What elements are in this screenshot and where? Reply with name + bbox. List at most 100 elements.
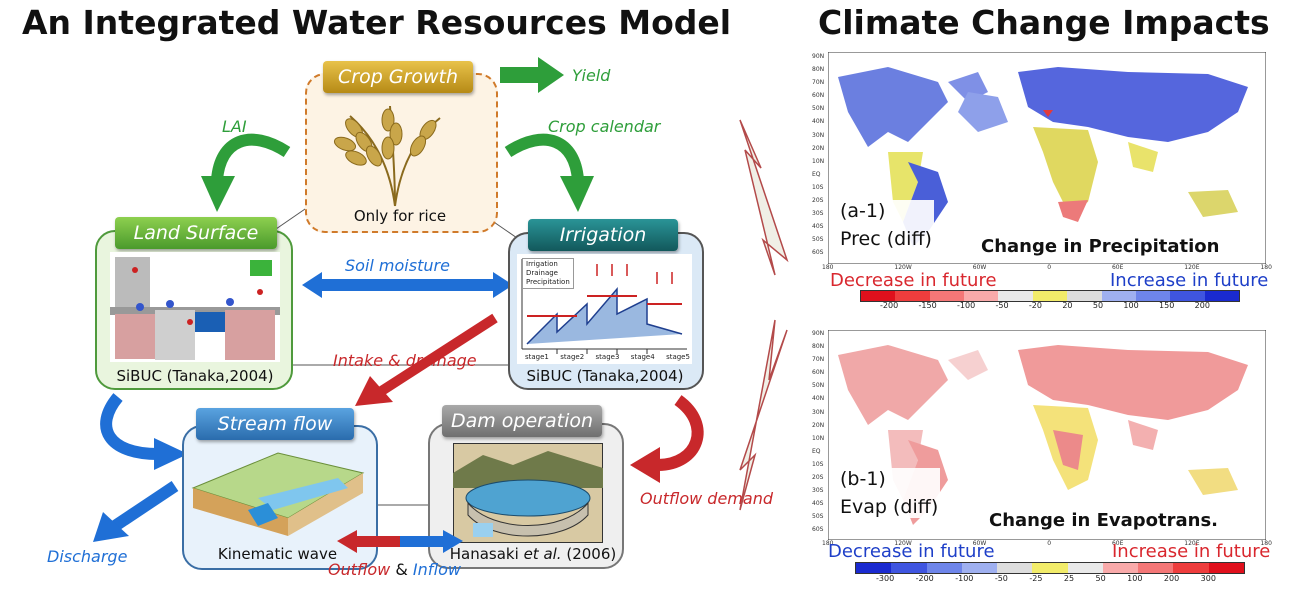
crop-caption: Only for rice: [353, 207, 447, 225]
soil-moisture-label: Soil moisture: [345, 256, 450, 275]
lat-tick: 30S: [812, 487, 824, 495]
lat-tick: 10N: [812, 157, 825, 165]
stage-label: stage5: [666, 353, 690, 361]
precip-colorbar: [860, 290, 1240, 302]
lat-tick: 60S: [812, 249, 824, 257]
evap-decrease-label: Decrease in future: [828, 541, 995, 562]
irrigation-legend: Irrigation Drainage Precipitation: [522, 258, 574, 289]
lat-tick: 60N: [812, 369, 825, 377]
lat-tick: 40S: [812, 500, 824, 508]
lon-tick: 120E: [1184, 264, 1200, 271]
lon-tick: 180: [1260, 264, 1272, 271]
cbar-tick: 200: [1194, 301, 1210, 310]
intake-drainage-arrow: [355, 313, 498, 406]
land-surface-figure: [110, 252, 280, 362]
lon-tick: 0: [1047, 264, 1052, 271]
lon-tick: 60E: [1111, 540, 1124, 547]
lat-tick: 60S: [812, 526, 824, 534]
cbar-tick: -100: [955, 574, 974, 583]
legend-precipitation: Precipitation: [526, 278, 570, 286]
lat-tick: 80N: [812, 66, 825, 74]
rice-plant-icon: [333, 105, 441, 207]
legend-irrigation: Irrigation: [526, 260, 558, 268]
cbar-tick: -300: [876, 574, 895, 583]
precip-map-id: (a-1) Prec (diff): [838, 200, 934, 250]
evap-map-label-a: (b-1): [840, 468, 886, 490]
precip-increase-label: Increase in future: [1110, 270, 1269, 291]
lat-tick: 10S: [812, 183, 824, 191]
precip-map-label-b: Prec (diff): [840, 228, 932, 250]
stage-label: stage2: [560, 353, 585, 361]
lat-tick: 70N: [812, 79, 825, 87]
cbar-tick: 200: [1163, 574, 1180, 583]
lon-tick: 0: [1047, 540, 1052, 547]
dam-caption-a: Hanasaki: [449, 545, 524, 563]
lat-tick: 10N: [812, 434, 825, 442]
lat-tick: 50S: [812, 513, 824, 521]
evap-map: (b-1) Evap (diff) Change in Evapotrans.: [827, 329, 1267, 541]
evap-map-id: (b-1) Evap (diff): [838, 468, 941, 518]
legend-drainage: Drainage: [526, 269, 558, 277]
outflow-demand-label: Outflow demand: [640, 489, 773, 508]
cbar-tick: 50: [1092, 301, 1104, 310]
lat-tick: 40N: [812, 395, 825, 403]
lat-tick: 30N: [812, 408, 825, 416]
lat-tick: 50N: [812, 382, 825, 390]
kinematic-wave-figure: [191, 452, 365, 536]
outflow-inflow-arrows: [337, 530, 463, 553]
lat-tick: 90N: [812, 330, 825, 337]
lon-tick: 180: [822, 264, 834, 271]
cbar-tick: 300: [1200, 574, 1216, 583]
discharge-label: Discharge: [47, 547, 128, 566]
crop-growth-tab: Crop Growth: [323, 61, 473, 93]
stage-label: stage4: [630, 353, 655, 361]
cbar-tick: -50: [994, 574, 1008, 583]
cbar-tick: -200: [915, 574, 934, 583]
outflow-label: Outflow: [328, 560, 391, 579]
dam-figure: [453, 443, 603, 543]
precip-map-label-a: (a-1): [840, 200, 886, 222]
stage-label: stage1: [525, 353, 549, 361]
lat-tick: 20S: [812, 197, 824, 205]
dam-caption-c: (2006): [561, 545, 617, 563]
intake-drainage-label: Intake & drainage: [333, 351, 477, 370]
lat-tick: 60N: [812, 92, 825, 100]
stream-flow-tab: Stream flow: [196, 408, 354, 440]
discharge-arrow: [93, 481, 179, 542]
evap-map-label-b: Evap (diff): [840, 496, 939, 518]
lon-tick: 60W: [972, 540, 987, 547]
cbar-tick: 150: [1159, 301, 1175, 310]
cbar-tick: 50: [1095, 574, 1106, 583]
outflow-inflow-label: Outflow & Inflow: [328, 560, 461, 579]
lai-arrow: [201, 133, 291, 212]
crop-calendar-label: Crop calendar: [548, 117, 661, 136]
dam-caption-b: et al.: [523, 545, 562, 563]
evap-increase-label: Increase in future: [1112, 541, 1271, 562]
stream-caption: Kinematic wave: [217, 545, 338, 563]
lat-tick: 30S: [812, 210, 824, 218]
lat-tick: 20N: [812, 421, 825, 429]
impact-lightning-arrows: [739, 119, 789, 511]
cbar-tick: 100: [1123, 301, 1139, 310]
cbar-tick: -25: [1029, 574, 1043, 583]
evap-colorbar: [855, 562, 1245, 574]
irrigation-stage-labels: stage1 stage2 stage3 stage4 stage5: [525, 353, 690, 361]
cbar-tick: 100: [1127, 574, 1143, 583]
lon-tick: 60W: [972, 264, 987, 271]
lat-tick: 90N: [812, 53, 825, 60]
lat-tick: 20S: [812, 474, 824, 482]
amp-label: &: [395, 560, 408, 579]
land-caption: SiBUC (Tanaka,2004): [116, 367, 274, 385]
precip-map-caption: Change in Precipitation: [978, 236, 1223, 257]
lat-tick: 40N: [812, 118, 825, 126]
precip-map-image: [827, 51, 1267, 265]
land-surface-tab: Land Surface: [115, 217, 277, 249]
lat-tick: EQ: [812, 170, 821, 178]
lon-tick: 120W: [894, 540, 912, 547]
lat-tick: EQ: [812, 447, 821, 455]
yield-arrow: [500, 57, 564, 93]
outflow-demand-arrow: [630, 395, 704, 483]
